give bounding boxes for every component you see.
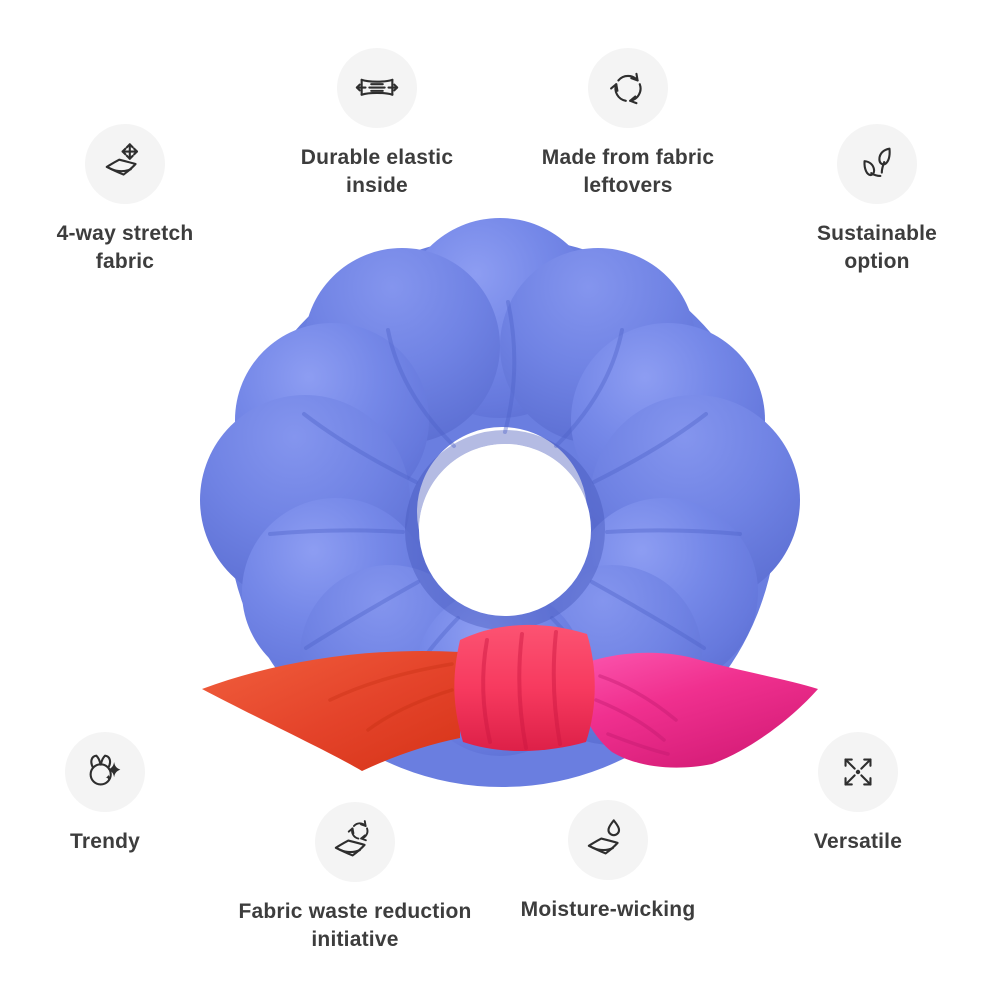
recycle-arrows-icon [588,48,668,128]
feature-label-line1: Durable elastic [300,146,454,169]
feature-label: Durable elastic inside [301,144,453,200]
feature-4-way-stretch: 4-way stretch fabric [0,124,255,276]
feature-label-line2: fabric [95,250,155,273]
feature-label-line1: Sustainable [816,222,938,245]
feature-label-line2: initiative [311,928,399,951]
feature-label: Fabric waste reduction initiative [238,898,471,954]
fabric-recycle-icon [315,802,395,882]
expand-arrows-icon [818,732,898,812]
feature-versatile: Versatile [728,732,988,856]
fabric-droplet-icon [568,800,648,880]
feature-trendy: Trendy [0,732,235,856]
feature-label-line2: inside [346,174,408,197]
feature-moisture-wicking: Moisture-wicking [468,800,748,924]
feature-fabric-waste-reduction: Fabric waste reduction initiative [205,802,505,954]
feature-label-line1: Versatile [813,830,903,853]
feature-label: 4-way stretch fabric [57,220,194,276]
leaves-icon [837,124,917,204]
feature-durable-elastic: Durable elastic inside [247,48,507,200]
feature-label-line2: option [844,250,910,273]
scrunchie-sparkle-icon [65,732,145,812]
feature-sustainable: Sustainable option [747,124,1000,276]
feature-fabric-leftovers: Made from fabric leftovers [498,48,758,200]
feature-label: Moisture-wicking [521,896,696,924]
feature-label-line1: Fabric waste reduction [238,900,472,923]
elastic-band-icon [337,48,417,128]
feature-label-line2: leftovers [583,174,673,197]
feature-label-line1: Made from fabric [541,146,715,169]
feature-label-line1: Trendy [69,830,141,853]
feature-label: Made from fabric leftovers [542,144,714,200]
feature-label: Sustainable option [817,220,937,276]
feature-label-line1: Moisture-wicking [520,898,696,921]
feature-label-line1: 4-way stretch [56,222,194,245]
feature-label: Versatile [814,828,902,856]
feature-label: Trendy [70,828,140,856]
fabric-stretch-icon [85,124,165,204]
